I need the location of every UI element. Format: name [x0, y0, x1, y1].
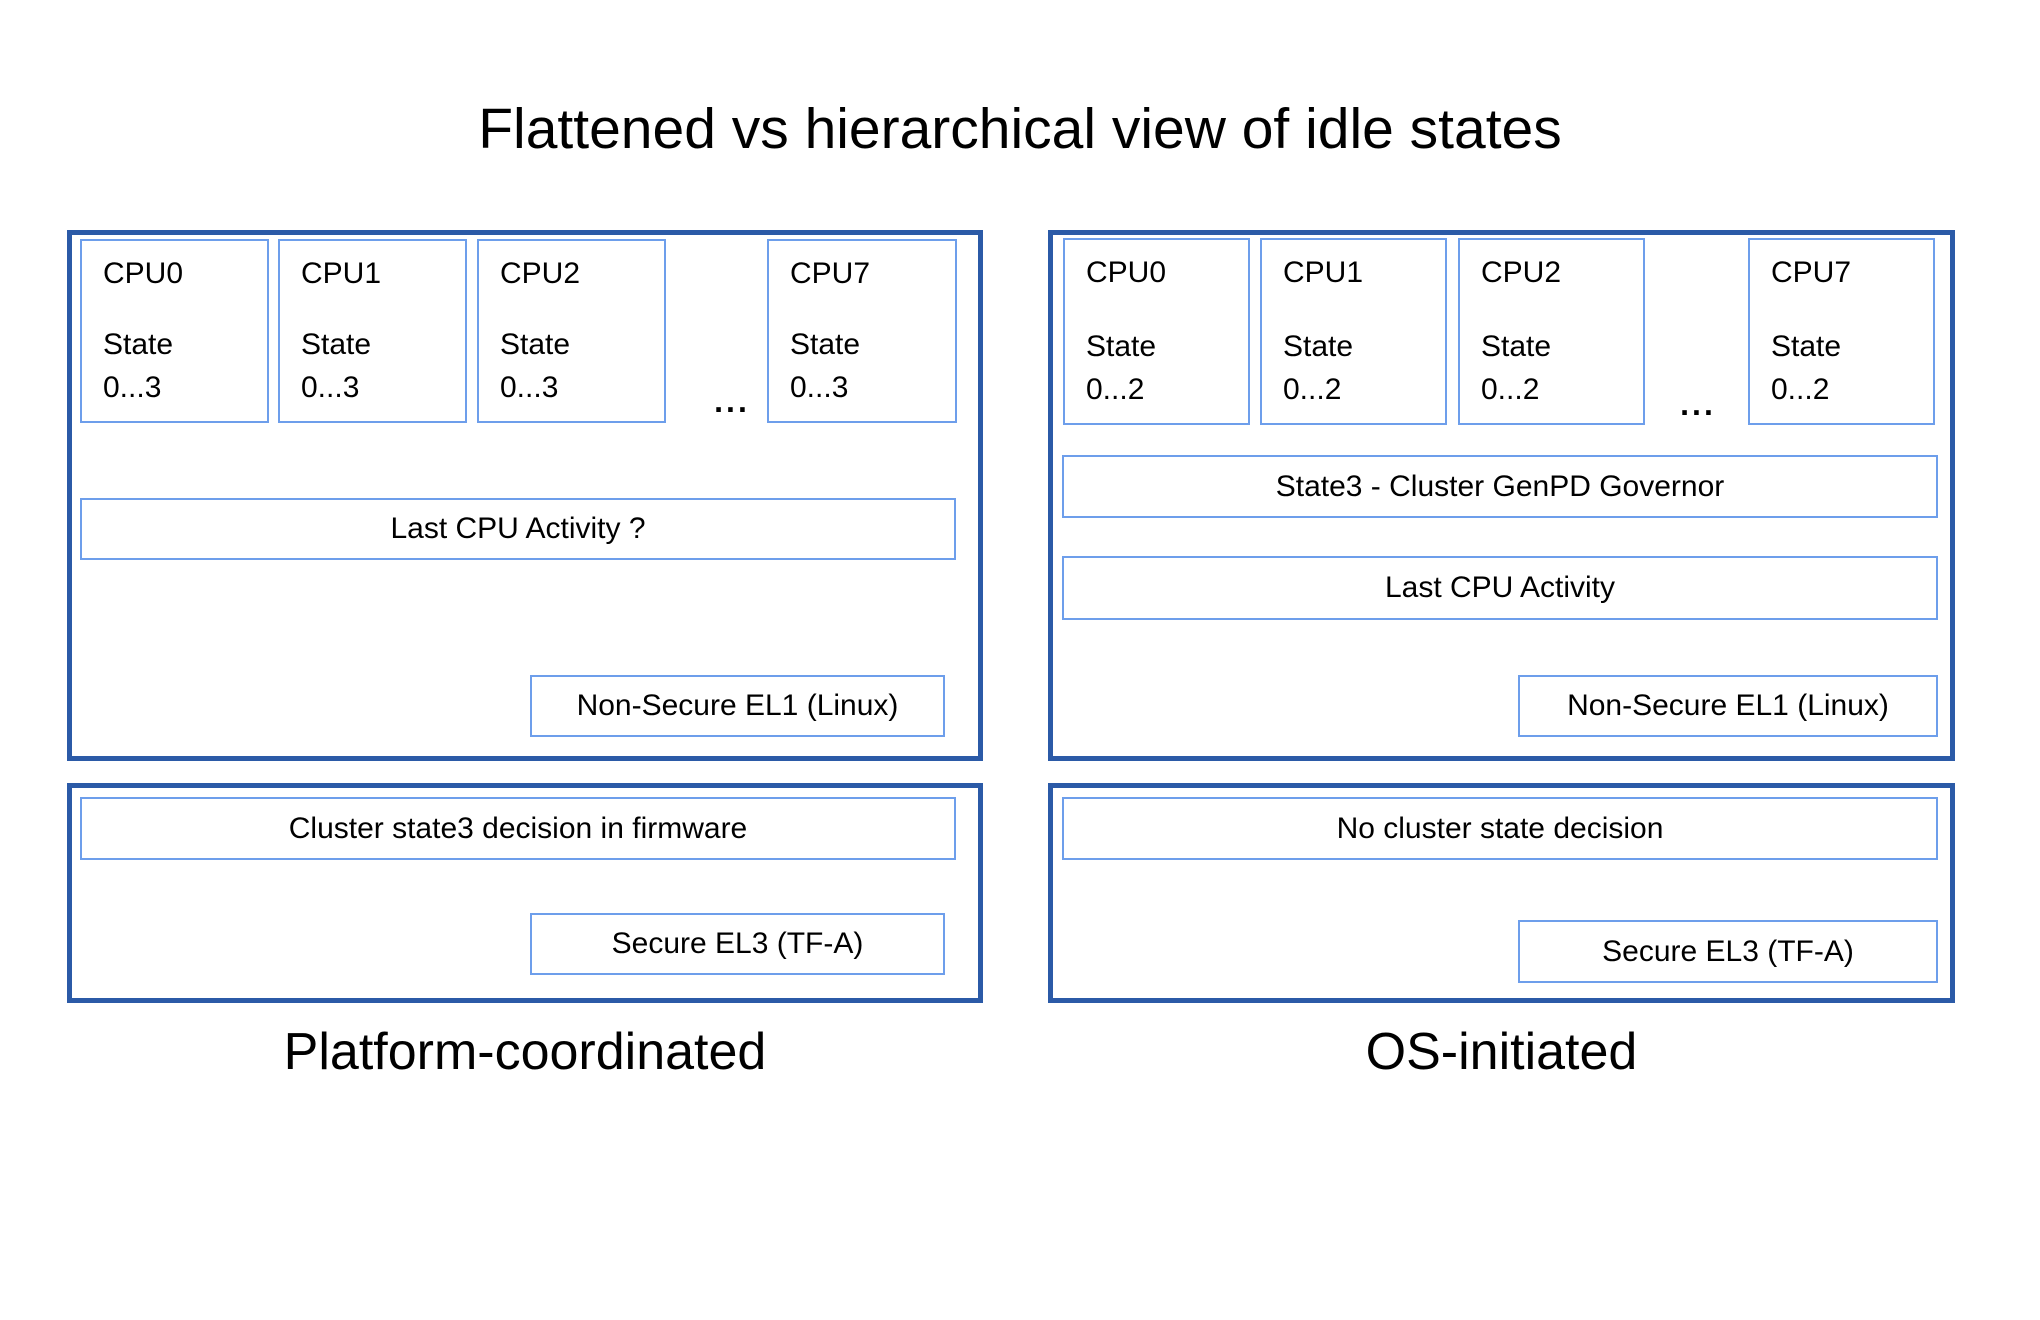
cpu-name: CPU0	[1086, 256, 1167, 289]
cpu-name: CPU1	[301, 257, 382, 290]
ellipsis: ...	[1680, 386, 1716, 422]
platform-secure-cluster-box: Cluster state3 decision in firmware Secu…	[67, 783, 983, 1003]
cluster-decision-box: Cluster state3 decision in firmware	[80, 797, 956, 860]
secure-el3-box: Secure EL3 (TF-A)	[530, 913, 945, 975]
cluster-genpd-governor-box: State3 - Cluster GenPD Governor	[1062, 455, 1938, 518]
osi-secure-cluster-box: No cluster state decision Secure EL3 (TF…	[1048, 783, 1955, 1003]
last-cpu-activity-box: Last CPU Activity	[1062, 556, 1938, 620]
cluster-decision-box: No cluster state decision	[1062, 797, 1938, 860]
diagram-title: Flattened vs hierarchical view of idle s…	[478, 97, 1562, 161]
cpu-name: CPU7	[1771, 256, 1852, 289]
non-secure-el1-box: Non-Secure EL1 (Linux)	[1518, 675, 1938, 737]
secure-el3-box: Secure EL3 (TF-A)	[1518, 920, 1938, 983]
panel-caption-os-initiated: OS-initiated	[1365, 1023, 1638, 1081]
cpu-name: CPU7	[790, 257, 871, 290]
non-secure-el1-box: Non-Secure EL1 (Linux)	[530, 675, 945, 737]
cpu-name: CPU0	[103, 257, 184, 290]
last-cpu-activity-box: Last CPU Activity ?	[80, 498, 956, 560]
cpu-name: CPU1	[1283, 256, 1364, 289]
ellipsis: ...	[714, 383, 750, 419]
cpu-name: CPU2	[1481, 256, 1562, 289]
cpu-name: CPU2	[500, 257, 581, 290]
panel-caption-platform: Platform-coordinated	[283, 1023, 767, 1081]
